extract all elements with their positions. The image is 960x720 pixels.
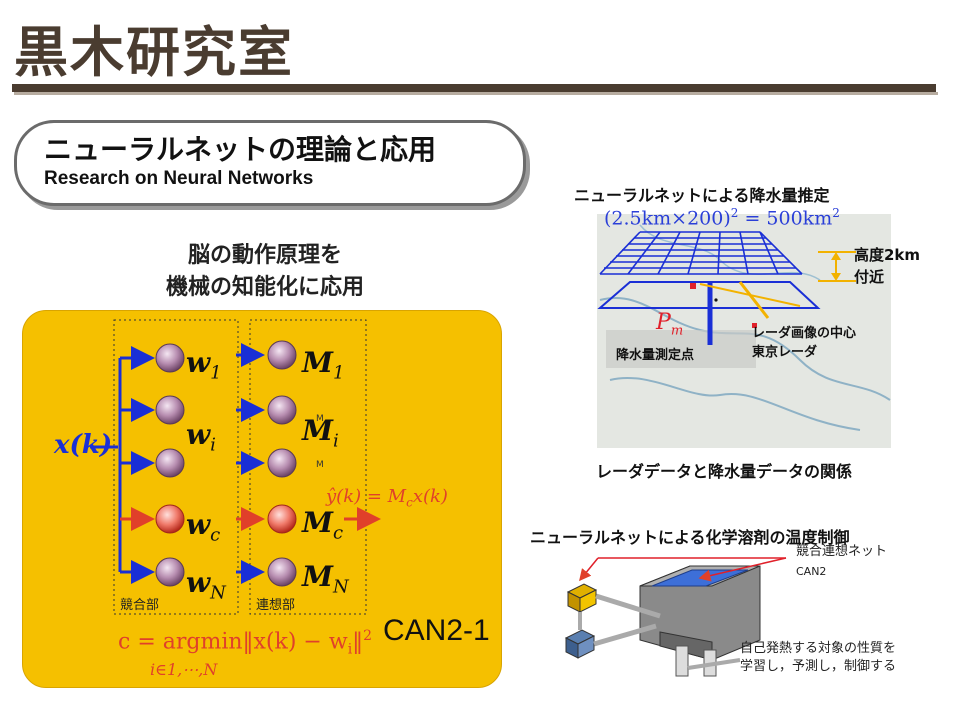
title-underline-shadow <box>14 92 938 95</box>
brain-caption: 脳の動作原理を 機械の知能化に応用 <box>140 240 390 304</box>
associative-unit-winner <box>267 504 297 534</box>
weight-label: wN <box>186 566 226 604</box>
ground-plane <box>597 281 821 309</box>
topic-subtitle: Research on Neural Networks <box>44 168 314 189</box>
associative-label: 連想部 <box>256 598 296 613</box>
chemical-apparatus <box>564 565 761 677</box>
measurement-area <box>606 330 756 368</box>
memory-label: Mi <box>302 414 339 452</box>
ellipsis-label: M <box>316 460 324 470</box>
weight-label: wi <box>186 418 216 456</box>
weight-label: w1 <box>186 346 222 384</box>
brain-caption-line1: 脳の動作原理を <box>187 243 342 268</box>
memory-label: Mc <box>302 506 344 544</box>
competitive-unit <box>155 557 185 587</box>
rain-gauge-marker <box>690 283 696 289</box>
coastline <box>609 376 861 431</box>
pm-label: Pm <box>656 310 684 339</box>
argmin-equation: c = argmin‖x(k) − wi‖2 <box>118 628 373 658</box>
topic-box <box>14 120 526 206</box>
ellipsis-label: M <box>316 414 324 424</box>
associative-unit <box>267 557 297 587</box>
competitive-unit <box>155 448 185 478</box>
altitude-label: 高度2km 付近 <box>854 246 921 286</box>
competitive-unit-winner <box>155 504 185 534</box>
radar-center-marker <box>752 323 757 328</box>
chem-description: 自己発熱する対象の性質を 学習し，予測し，制御する <box>740 641 897 674</box>
input-label: x(k) <box>54 430 113 460</box>
competitive-unit <box>155 343 185 373</box>
can2-panel <box>22 310 502 688</box>
chem-title: ニューラルネットによる化学溶剤の温度制御 <box>530 528 850 547</box>
competitive-group-box <box>113 319 239 615</box>
rain-caption: レーダデータと降水量データの関係 <box>596 462 853 481</box>
competitive-label: 競合部 <box>120 598 160 613</box>
title-underline <box>12 84 936 92</box>
associative-unit <box>267 395 297 425</box>
system-label: CAN2-1 <box>383 614 490 647</box>
output-equation: ŷ(k) = Mcx(k) <box>326 486 448 510</box>
label-pointer <box>579 557 599 582</box>
radar-beam <box>738 281 770 319</box>
net-label: 競合連想ネット CAN2 <box>796 544 888 578</box>
altitude-arrow-head <box>831 252 841 260</box>
river <box>639 224 821 281</box>
weight-label: wc <box>186 508 221 546</box>
radar-grid <box>599 231 803 275</box>
associative-unit <box>267 340 297 370</box>
memory-label: M1 <box>302 346 345 384</box>
radar-center-label: レーダ画像の中心 東京レーダ <box>752 326 857 360</box>
measure-point-label: 降水量測定点 <box>616 348 695 363</box>
competitive-unit <box>155 395 185 425</box>
page-title: 黒木研究室 <box>14 21 294 84</box>
area-equation: (2.5km×200)2 = 500km2 <box>604 206 840 230</box>
rain-title: ニューラルネットによる降水量推定 <box>574 186 830 205</box>
memory-label: MN <box>302 560 349 598</box>
associative-unit <box>267 448 297 478</box>
brain-caption-line2: 機械の知能化に応用 <box>165 275 364 300</box>
argmin-range: i∈1,⋯,N <box>150 660 218 679</box>
point-marker <box>714 298 718 302</box>
label-pointer <box>698 557 787 582</box>
topic-title: ニューラルネットの理論と応用 <box>44 133 437 166</box>
altitude-arrow-head <box>831 273 841 281</box>
